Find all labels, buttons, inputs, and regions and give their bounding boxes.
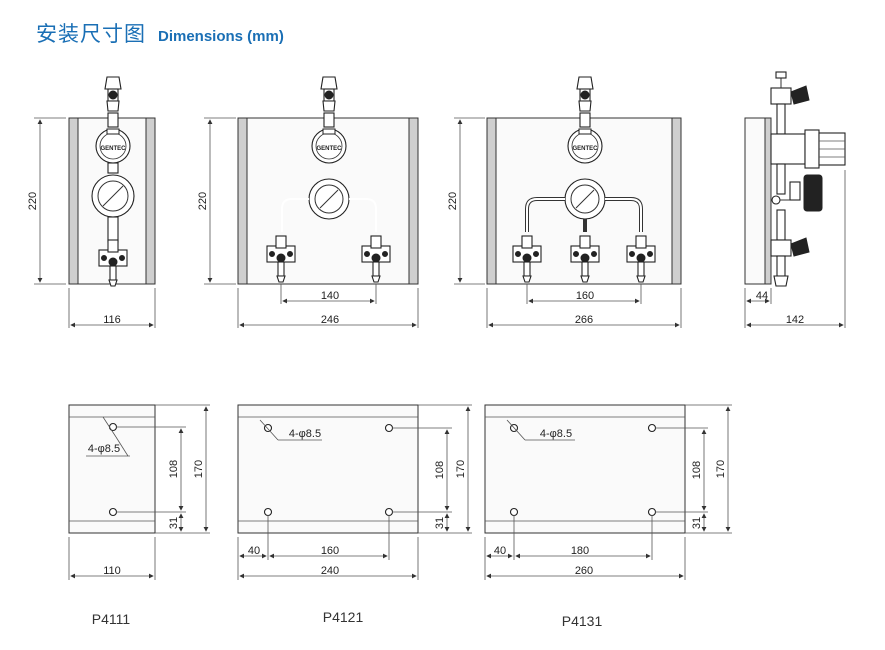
dim-width-side: 142 bbox=[786, 314, 804, 326]
title-english: Dimensions (mm) bbox=[158, 28, 284, 45]
front-view-p4131: GENTEC 220 160 266 bbox=[447, 76, 682, 328]
mount-view-p4131: 4-φ8.5 108 31 170 40 180 260 P4131 bbox=[484, 404, 732, 629]
hole-label-p4131: 4-φ8.5 bbox=[540, 428, 572, 440]
dim-hole-hspacing-p4131: 180 bbox=[571, 545, 589, 557]
side-view: 44 142 bbox=[744, 71, 846, 328]
dim-hole-vspacing-p4111: 108 bbox=[168, 460, 180, 478]
dim-width-p4121: 246 bbox=[321, 314, 339, 326]
front-view-p4111: GENTEC 220 116 bbox=[27, 76, 156, 328]
dim-depth-side: 44 bbox=[756, 290, 768, 302]
model-label-p4111: P4111 bbox=[92, 611, 131, 627]
dim-bottom-offset-p4111: 31 bbox=[168, 517, 180, 529]
dim-hole-vspacing-p4121: 108 bbox=[434, 461, 446, 479]
dim-height-p4111-mount: 170 bbox=[193, 460, 205, 478]
gauge-label: GENTEC bbox=[316, 146, 342, 152]
dim-height-p4131-mount: 170 bbox=[715, 460, 727, 478]
dim-spacing-p4121: 140 bbox=[321, 290, 339, 302]
model-label-p4121: P4121 bbox=[323, 609, 364, 625]
dim-height-p4131: 220 bbox=[447, 192, 459, 210]
dim-width-p4111: 116 bbox=[103, 314, 121, 326]
dim-left-offset-p4131: 40 bbox=[494, 545, 506, 557]
dim-height-p4111: 220 bbox=[27, 192, 39, 210]
model-label-p4131: P4131 bbox=[562, 613, 603, 629]
dim-spacing-p4131: 160 bbox=[576, 290, 594, 302]
dim-width-p4111-mount: 110 bbox=[103, 565, 121, 577]
hole-label-p4121: 4-φ8.5 bbox=[289, 428, 321, 440]
title-chinese: 安装尺寸图 bbox=[36, 22, 146, 46]
gauge-label: GENTEC bbox=[100, 146, 126, 152]
dim-hole-vspacing-p4131: 108 bbox=[691, 461, 703, 479]
mount-view-p4111: 4-φ8.5 108 31 170 110 P4111 bbox=[68, 404, 210, 627]
hole-label-p4111: 4-φ8.5 bbox=[88, 443, 120, 455]
dim-height-p4121-mount: 170 bbox=[455, 460, 467, 478]
dim-height-p4121: 220 bbox=[197, 192, 209, 210]
dim-left-offset-p4121: 40 bbox=[248, 545, 260, 557]
mount-view-p4121: 4-φ8.5 108 31 170 40 160 240 P4121 bbox=[237, 404, 472, 625]
dim-hole-hspacing-p4121: 160 bbox=[321, 545, 339, 557]
page-title: 安装尺寸图 Dimensions (mm) bbox=[36, 18, 284, 48]
dim-bottom-offset-p4121: 31 bbox=[434, 517, 446, 529]
dim-width-p4131: 266 bbox=[575, 314, 593, 326]
dim-width-p4131-mount: 260 bbox=[575, 565, 593, 577]
dim-width-p4121-mount: 240 bbox=[321, 565, 339, 577]
front-view-p4121: GENTEC 220 140 246 bbox=[197, 76, 419, 328]
gauge-label: GENTEC bbox=[572, 146, 598, 152]
dim-bottom-offset-p4131: 31 bbox=[691, 517, 703, 529]
